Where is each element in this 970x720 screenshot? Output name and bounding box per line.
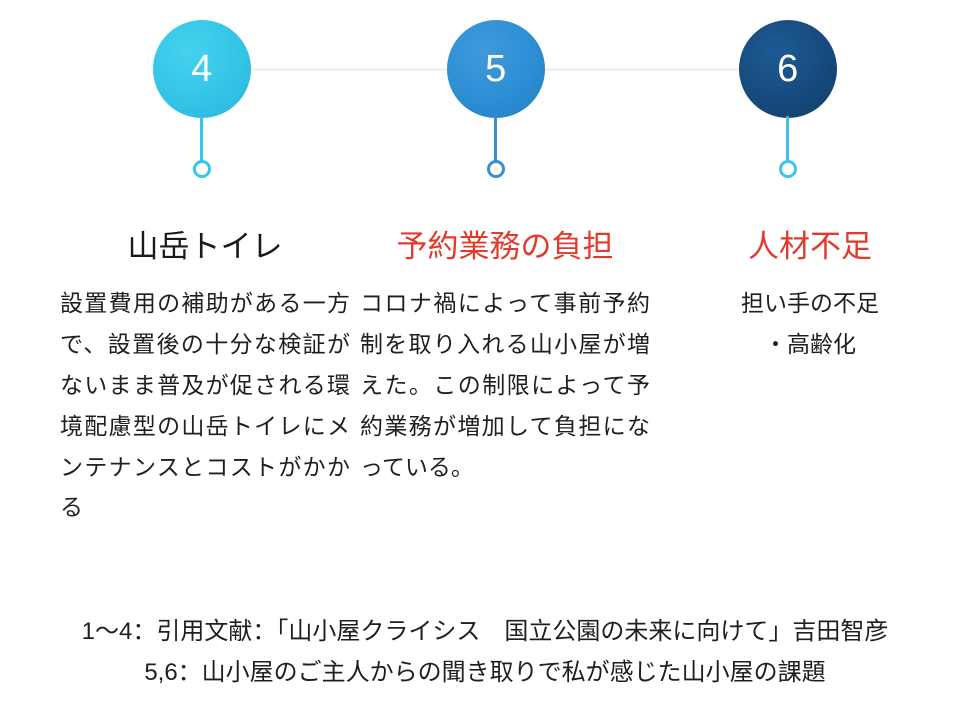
timeline-bubble-number-6: 6 — [777, 48, 799, 90]
timeline-ring-icon-5 — [487, 160, 505, 178]
timeline-bubble-4[interactable]: 4 — [153, 20, 251, 118]
footer-citation-line-2: 5,6：山小屋のご主人からの聞き取りで私が感じた山小屋の課題 — [144, 658, 826, 686]
timeline-bubble-number-5: 5 — [485, 48, 507, 90]
timeline-bubble-6[interactable]: 6 — [739, 20, 837, 118]
timeline-stem-4 — [200, 116, 203, 164]
timeline-stem-5 — [494, 116, 497, 164]
timeline-ring-icon-4 — [193, 160, 211, 178]
column-body-3-line-1: 担い手の不足 — [741, 289, 879, 316]
column-body-3: 担い手の不足 ・高齢化 — [665, 283, 955, 365]
column-title-2: 予約業務の負担 — [396, 229, 614, 264]
content-column-3: 人材不足 担い手の不足 ・高齢化 — [665, 228, 955, 365]
timeline-bubble-5[interactable]: 5 — [447, 20, 545, 118]
timeline-node-4[interactable]: 4 — [153, 20, 251, 178]
timeline-stem-6 — [786, 116, 789, 164]
footer-citation-line-1: 1〜4：引用文献：「山小屋クライシス 国立公園の未来に向けて」吉田智彦 — [81, 618, 889, 645]
timeline-ring-icon-6 — [779, 160, 797, 178]
timeline: 4 5 6 — [0, 0, 970, 200]
timeline-node-6[interactable]: 6 — [739, 20, 837, 178]
footer-citations: 1〜4：引用文献：「山小屋クライシス 国立公園の未来に向けて」吉田智彦 5,6：… — [0, 612, 970, 694]
content-column-1: 山岳トイレ 設置費用の補助がある一方で、設置後の十分な検証がないまま普及が促され… — [60, 228, 350, 528]
column-title-1: 山岳トイレ — [127, 229, 283, 264]
column-body-2: コロナ禍によって事前予約制を取り入れる山小屋が増えた。この制限によって予約業務が… — [360, 289, 650, 480]
content-column-2: 予約業務の負担 コロナ禍によって事前予約制を取り入れる山小屋が増えた。この制限に… — [360, 228, 650, 487]
timeline-bubble-number-4: 4 — [191, 48, 213, 90]
content-columns: 山岳トイレ 設置費用の補助がある一方で、設置後の十分な検証がないまま普及が促され… — [0, 228, 970, 598]
column-title-3: 人材不足 — [748, 229, 872, 264]
timeline-node-5[interactable]: 5 — [447, 20, 545, 178]
column-body-3-line-2: ・高齢化 — [764, 330, 856, 357]
column-body-1: 設置費用の補助がある一方で、設置後の十分な検証がないまま普及が促される環境配慮型… — [60, 289, 350, 521]
